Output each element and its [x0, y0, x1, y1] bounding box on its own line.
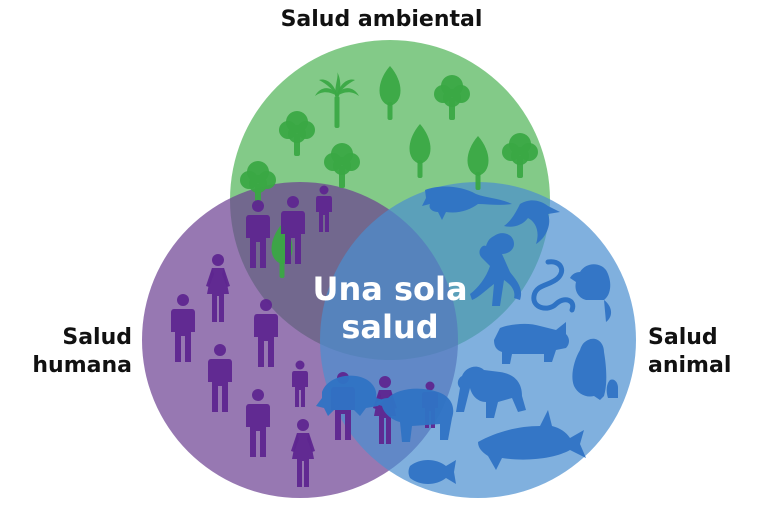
human-health-label-line1: Salud: [62, 325, 132, 350]
animal-icons: [316, 186, 618, 484]
shark-icon: [478, 410, 586, 470]
bird-icon: [504, 200, 560, 244]
snake-icon: [531, 259, 576, 313]
human-health-label-line2: humana: [32, 353, 132, 378]
rodent-icon: [570, 264, 612, 322]
penguin-icon: [606, 379, 618, 398]
human-health-label: Salud humana: [20, 324, 132, 380]
one-health-center-line2: salud: [341, 308, 439, 346]
tiger-icon: [456, 366, 526, 418]
fish-icon: [408, 460, 456, 484]
animal-health-label-line1: Salud: [648, 325, 718, 350]
one-health-center-line1: Una sola: [312, 270, 468, 308]
bear-icon: [376, 388, 454, 442]
rhino-icon: [494, 322, 569, 364]
turtle-icon: [316, 375, 384, 416]
lizard-icon: [422, 186, 512, 220]
environmental-health-label: Salud ambiental: [0, 6, 763, 34]
animal-health-label: Salud animal: [648, 324, 731, 380]
environmental-health-label-text: Salud ambiental: [280, 7, 483, 32]
one-health-center-label: Una sola salud: [290, 270, 490, 346]
monkey-icon: [470, 233, 522, 306]
penguin-icon: [572, 338, 607, 400]
animal-health-label-line2: animal: [648, 353, 732, 378]
